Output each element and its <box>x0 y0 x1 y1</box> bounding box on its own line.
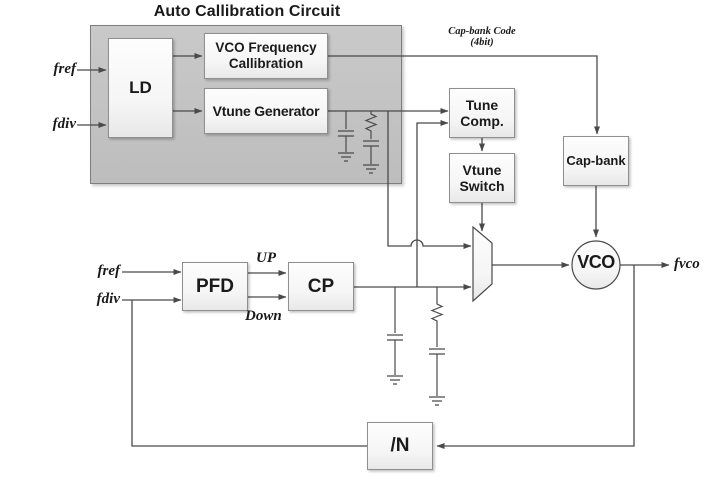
block-tunecomp-line1: Tune <box>465 96 499 113</box>
block-tune-comp: Tune Comp. <box>449 88 515 138</box>
block-divider-n: /N <box>367 422 433 470</box>
label-fref-pll: fref <box>97 263 121 279</box>
capacitor-ground-symbol <box>338 111 354 162</box>
label-fdiv-top: fdiv <box>52 116 76 132</box>
label-down: Down <box>245 308 282 324</box>
block-vtune-switch: Vtune Switch <box>449 153 515 203</box>
wire-capbank-code <box>328 55 600 135</box>
block-vtunegen-label: Vtune Generator <box>212 102 320 119</box>
loopfilter-capacitor-symbol <box>387 287 403 385</box>
block-vcofreq-line1: VCO Frequency <box>215 40 317 56</box>
vco-label: VCO <box>577 252 615 272</box>
block-pfd: PFD <box>182 262 248 311</box>
block-cp-label: CP <box>307 275 335 297</box>
block-vtunesw-line1: Vtune <box>462 161 502 178</box>
label-fvco: fvco <box>674 256 700 272</box>
block-vco-frequency-calibration: VCO Frequency Callibration <box>204 33 328 79</box>
mux-shape <box>472 225 493 303</box>
resistor-capacitor-ground-symbol <box>363 111 379 174</box>
block-vtune-generator: Vtune Generator <box>204 88 328 134</box>
vco-circle <box>571 240 621 290</box>
wire-vtunegen-to-mux <box>387 111 472 249</box>
block-cp: CP <box>288 262 354 311</box>
label-capbank-code: Cap-bank Code (4bit) <box>432 26 532 48</box>
block-capbank-label: Cap-bank <box>566 152 626 168</box>
label-fdiv-pll: fdiv <box>96 291 120 307</box>
wire-divn-to-fdiv <box>131 300 367 447</box>
block-divn-label: /N <box>390 435 410 457</box>
block-ld: LD <box>108 38 173 138</box>
block-cap-bank: Cap-bank <box>563 136 629 186</box>
label-fref-top: fref <box>53 61 77 77</box>
label-capbank-code-line1: Cap-bank Code <box>448 26 516 37</box>
wire-vco-to-divn <box>436 265 635 449</box>
loopfilter-rc-symbol <box>429 287 445 406</box>
block-vtunesw-line2: Switch <box>459 178 505 194</box>
block-pfd-label: PFD <box>196 275 234 297</box>
block-tunecomp-line2: Comp. <box>460 113 504 129</box>
label-capbank-code-line2: (4bit) <box>470 37 494 49</box>
diagram-title: Auto Callibration Circuit <box>153 3 341 20</box>
label-up: UP <box>256 250 276 266</box>
block-ld-label: LD <box>129 78 152 98</box>
block-vcofreq-line2: Callibration <box>228 56 304 71</box>
wire-vtune-node-to-tunecomp <box>416 120 449 287</box>
